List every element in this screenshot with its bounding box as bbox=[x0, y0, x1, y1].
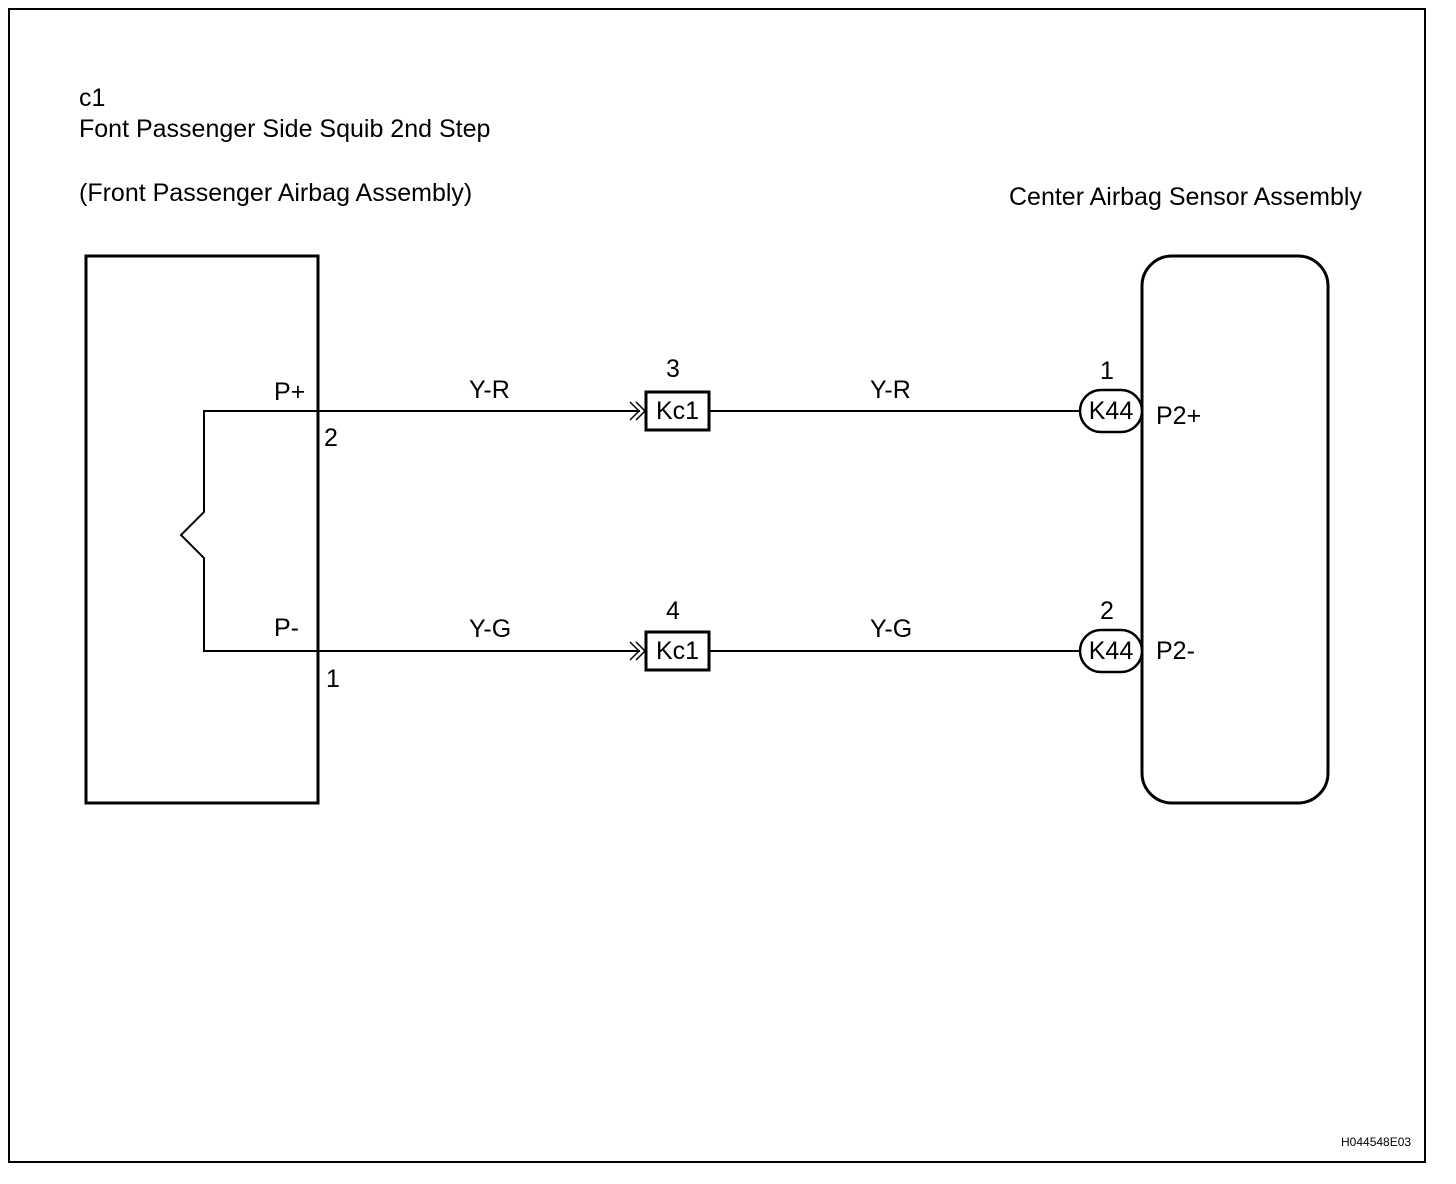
k44-oval-upper bbox=[1078, 388, 1144, 434]
squib-element bbox=[179, 410, 318, 652]
wire-color-upper-right: Y-R bbox=[870, 376, 911, 404]
component-assembly: (Front Passenger Airbag Assembly) bbox=[79, 179, 473, 207]
k44-label-lower: K44 bbox=[1088, 637, 1134, 665]
pin-number-2: 2 bbox=[324, 424, 338, 452]
connector-arrow-lower-1 bbox=[629, 641, 641, 661]
pin-label-p-minus: P- bbox=[274, 614, 299, 642]
sensor-box bbox=[1140, 254, 1330, 805]
pin-number-1: 1 bbox=[326, 665, 340, 693]
k44-label-upper: K44 bbox=[1088, 397, 1134, 425]
squib-box bbox=[84, 254, 320, 805]
k44-oval-lower bbox=[1078, 628, 1144, 674]
sensor-pin-label-p2-plus: P2+ bbox=[1156, 402, 1202, 430]
wire-color-upper-left: Y-R bbox=[469, 376, 510, 404]
junction-box-upper bbox=[644, 390, 711, 432]
connector-arrow-upper-1 bbox=[629, 401, 641, 421]
pin-label-p-plus: P+ bbox=[274, 378, 306, 406]
junction-label-lower: Kc1 bbox=[655, 637, 700, 665]
sensor-pin-number-1: 1 bbox=[1100, 357, 1114, 385]
junction-pin-3: 3 bbox=[666, 355, 680, 383]
wire-color-lower-left: Y-G bbox=[469, 615, 512, 643]
sensor-assembly-name: Center Airbag Sensor Assembly bbox=[1009, 183, 1362, 211]
wire-color-lower-right: Y-G bbox=[870, 615, 913, 643]
junction-pin-4: 4 bbox=[666, 597, 680, 625]
sensor-pin-number-2: 2 bbox=[1100, 597, 1114, 625]
component-name: Font Passenger Side Squib 2nd Step bbox=[79, 115, 491, 143]
figure-id: H044548E03 bbox=[1341, 1135, 1412, 1149]
sensor-pin-label-p2-minus: P2- bbox=[1156, 637, 1195, 665]
diagram-frame bbox=[8, 8, 1426, 1163]
junction-label-upper: Kc1 bbox=[655, 397, 700, 425]
junction-box-lower bbox=[644, 630, 711, 672]
component-code: c1 bbox=[79, 84, 106, 112]
